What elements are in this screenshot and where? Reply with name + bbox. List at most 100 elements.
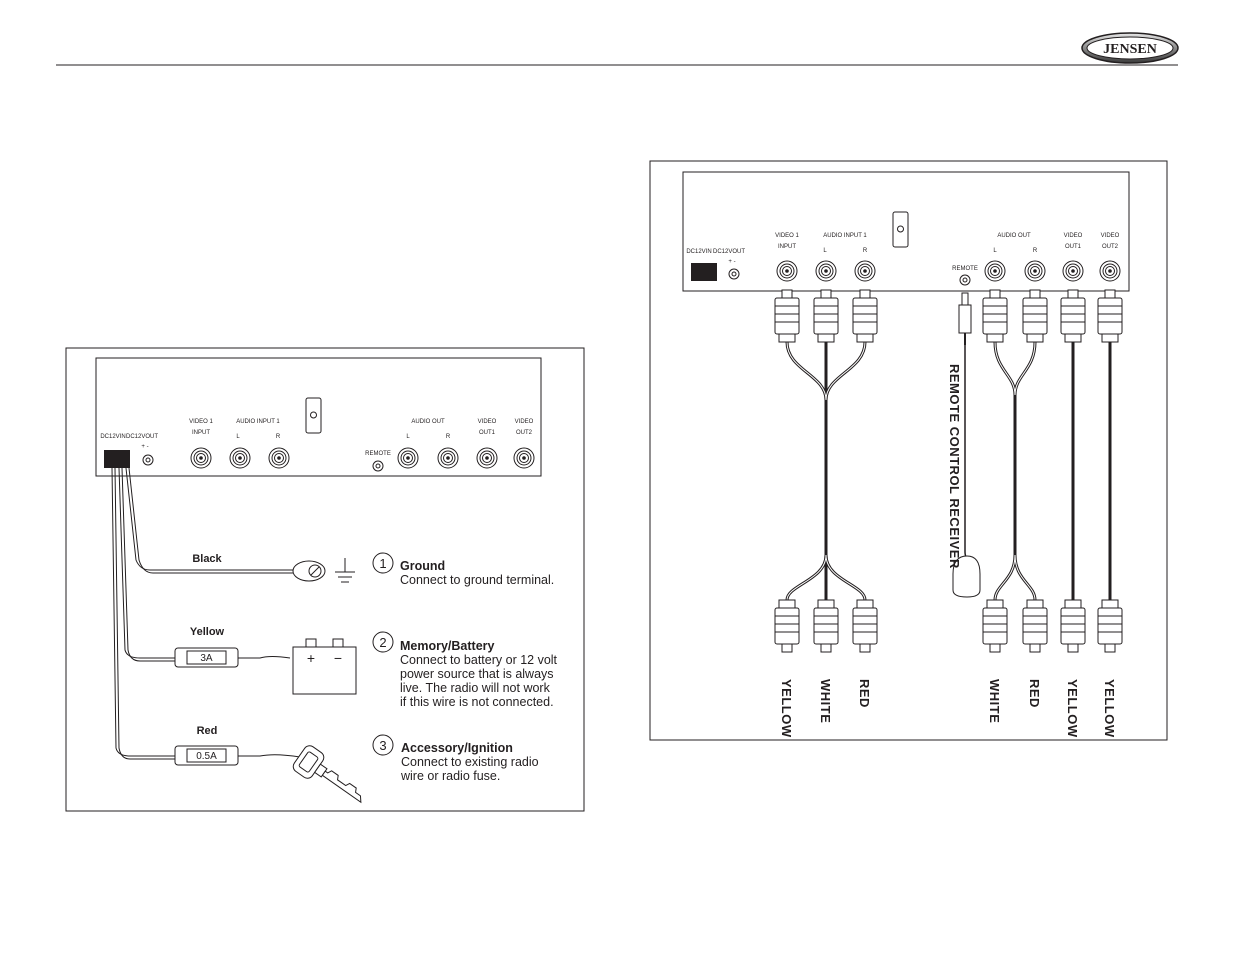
plug-audio-in-l xyxy=(813,289,839,343)
label-dc-symbol: + - xyxy=(141,444,148,450)
label-out2: OUT2 xyxy=(516,430,533,436)
cable-label-white: WHITE xyxy=(818,679,833,723)
item-desc-line: wire or radio fuse. xyxy=(400,769,500,783)
cable-label-yellow: YELLOW xyxy=(779,679,794,738)
label-video1: VIDEO 1 xyxy=(189,419,213,425)
mount-slot xyxy=(892,211,909,248)
label-l: L xyxy=(236,434,240,440)
plug-yellow-out1-end xyxy=(1060,599,1086,653)
label-out1: OUT1 xyxy=(1065,244,1082,250)
cable-label-red: RED xyxy=(857,679,872,708)
battery-plus: + xyxy=(307,650,315,666)
label-video-out1: VIDEO xyxy=(1064,233,1083,239)
item-memory-battery: 2 Memory/Battery Connect to battery or 1… xyxy=(372,631,558,709)
item-title: Accessory/Ignition xyxy=(401,741,513,755)
mount-slot xyxy=(305,397,322,434)
label-video-out2: VIDEO xyxy=(1101,233,1120,239)
label-out-r: R xyxy=(1033,248,1038,254)
plug-audio-out-r xyxy=(1022,289,1048,343)
plug-red-end xyxy=(852,599,878,653)
cable-label-red-out: RED xyxy=(1027,679,1042,708)
remote-jack xyxy=(372,460,384,472)
wire-label-red: Red xyxy=(197,725,218,737)
av-wiring-frame xyxy=(649,160,1168,741)
plug-video-out1 xyxy=(1060,289,1086,343)
video-out1-jack xyxy=(1062,260,1084,282)
label-out-l: L xyxy=(993,248,997,254)
item-desc-line: Connect to existing radio xyxy=(401,755,539,769)
item-title: Memory/Battery xyxy=(400,639,495,653)
power-wiring-frame xyxy=(65,347,585,812)
label-out-r: R xyxy=(446,434,451,440)
item-desc-line: if this wire is not connected. xyxy=(400,695,554,709)
item-desc-line: Connect to battery or 12 volt xyxy=(400,653,558,667)
plug-white-end xyxy=(813,599,839,653)
fuse-0-5a: 0.5A xyxy=(174,745,239,766)
plug-video1-input xyxy=(774,289,800,343)
label-dc-symbol: + - xyxy=(728,259,735,265)
cable-label-yellow-out1: YELLOW xyxy=(1065,679,1080,738)
plug-yellow-end xyxy=(774,599,800,653)
audio-in-l-jack xyxy=(815,260,837,282)
dc-out-jack xyxy=(142,454,154,466)
item-desc: Connect to ground terminal. xyxy=(400,573,554,587)
ground-terminal-icon xyxy=(292,560,326,582)
label-audio-out: AUDIO OUT xyxy=(411,419,445,425)
item-title: Ground xyxy=(400,559,445,573)
head-unit-rear-panel-right: DC12VIN DC12VOUT + - VIDEO 1 INPUT AUDIO… xyxy=(682,171,1130,292)
remote-jack xyxy=(959,274,971,286)
label-dc-in: DC12VIN xyxy=(100,434,125,440)
label-audio-input: AUDIO INPUT 1 xyxy=(823,233,867,239)
battery-minus: − xyxy=(334,650,342,666)
label-video1: VIDEO 1 xyxy=(775,233,799,239)
ground-symbol-icon xyxy=(335,558,355,583)
wire-label-yellow: Yellow xyxy=(190,626,225,638)
head-unit-rear-panel-left: DC12VIN DC12VOUT + - VIDEO 1 INPUT AUDIO… xyxy=(95,357,542,477)
black-wire xyxy=(125,467,300,571)
video-out2-jack xyxy=(513,447,535,469)
battery-icon: + − xyxy=(292,638,357,695)
audio-in-r-jack xyxy=(854,260,876,282)
audio-out-l-jack xyxy=(397,447,419,469)
label-audio-out: AUDIO OUT xyxy=(997,233,1031,239)
label-out2: OUT2 xyxy=(1102,244,1119,250)
label-audio-input: AUDIO INPUT 1 xyxy=(236,419,280,425)
video1-input-jack xyxy=(776,260,798,282)
label-dc-in: DC12VIN xyxy=(686,249,711,255)
label-dc-out: DC12VOUT xyxy=(713,249,745,255)
dc-out-jack xyxy=(728,268,740,280)
power-connector xyxy=(104,450,130,468)
fuse-0-5a-label: 0.5A xyxy=(196,751,217,762)
plug-audio-out-l xyxy=(982,289,1008,343)
video1-input-jack xyxy=(190,447,212,469)
plug-audio-in-r xyxy=(852,289,878,343)
label-input: INPUT xyxy=(192,430,210,436)
power-wires xyxy=(111,467,301,760)
ignition-key-icon xyxy=(292,745,362,804)
label-video-out2: VIDEO xyxy=(515,419,534,425)
video-out2-jack xyxy=(1099,260,1121,282)
remote-control-receiver xyxy=(952,292,981,598)
audio-in-l-jack xyxy=(229,447,251,469)
label-out-l: L xyxy=(406,434,410,440)
label-r: R xyxy=(276,434,281,440)
label-video-out1: VIDEO xyxy=(478,419,497,425)
remote-receiver-label: REMOTE CONTROL RECEIVER xyxy=(947,364,962,569)
item-number: 1 xyxy=(379,556,386,571)
item-ground: 1 Ground Connect to ground terminal. xyxy=(372,552,554,587)
item-desc-line: live. The radio will not work xyxy=(400,681,551,695)
plug-red-out-end xyxy=(1022,599,1048,653)
audio-in-r-jack xyxy=(268,447,290,469)
label-l: L xyxy=(823,248,827,254)
label-r: R xyxy=(863,248,868,254)
cable-label-yellow-out2: YELLOW xyxy=(1102,679,1117,738)
audio-out-l-jack xyxy=(984,260,1006,282)
label-input: INPUT xyxy=(778,244,796,250)
wire-label-black: Black xyxy=(192,553,222,565)
input-cable xyxy=(785,341,867,601)
item-number: 2 xyxy=(379,635,386,650)
label-out1: OUT1 xyxy=(479,430,496,436)
cable-label-white-out: WHITE xyxy=(987,679,1002,723)
item-number: 3 xyxy=(379,738,386,753)
